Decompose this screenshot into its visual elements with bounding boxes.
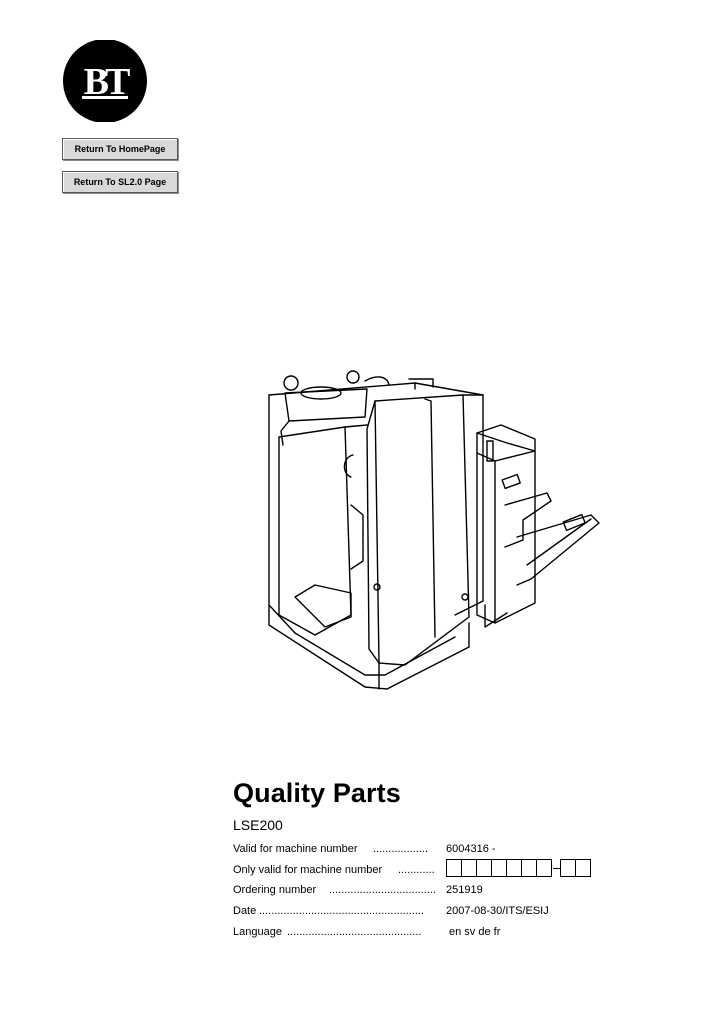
- info-value: en sv de fr: [449, 926, 501, 938]
- digit-box: [506, 859, 522, 877]
- info-label: Ordering number: [233, 884, 317, 896]
- info-row-only-valid-machine: Only valid for machine number ..........…: [233, 859, 591, 877]
- digit-box: [476, 859, 492, 877]
- digit-box: [446, 859, 462, 877]
- return-home-button[interactable]: Return To HomePage: [62, 138, 178, 160]
- info-value: 6004316 -: [446, 843, 496, 855]
- bt-logo: BT: [63, 40, 147, 122]
- digit-box: [575, 859, 591, 877]
- info-row-language: Language ...............................…: [233, 926, 500, 938]
- leader-dots: ........................................…: [259, 905, 425, 917]
- info-label: Date: [233, 905, 257, 917]
- pallet-truck-illustration: [268, 370, 600, 690]
- info-label: Valid for machine number: [233, 843, 358, 855]
- info-value: 251919: [446, 884, 483, 896]
- digit-box: [536, 859, 552, 877]
- leader-dots: ............: [398, 864, 435, 876]
- digit-box: [491, 859, 507, 877]
- info-row-ordering-number: Ordering number ........................…: [233, 884, 483, 896]
- leader-dots: ...................................: [329, 884, 436, 896]
- digit-box: [521, 859, 537, 877]
- info-value: 2007-08-30/ITS/ESIJ: [446, 905, 549, 917]
- machine-number-boxes: [446, 859, 591, 877]
- digit-box: [560, 859, 576, 877]
- info-row-date: Date ...................................…: [233, 905, 549, 917]
- digit-box: [461, 859, 477, 877]
- leader-dots: ..................: [373, 843, 429, 855]
- info-row-valid-machine: Valid for machine number ...............…: [233, 843, 496, 855]
- return-sl20-button[interactable]: Return To SL2.0 Page: [62, 171, 178, 193]
- document-title: Quality Parts: [233, 778, 401, 808]
- leader-dots: ........................................…: [287, 926, 422, 938]
- info-label: Only valid for machine number: [233, 864, 383, 876]
- model-name: LSE200: [233, 817, 283, 833]
- info-label: Language: [233, 926, 282, 938]
- box-separator: [553, 867, 560, 869]
